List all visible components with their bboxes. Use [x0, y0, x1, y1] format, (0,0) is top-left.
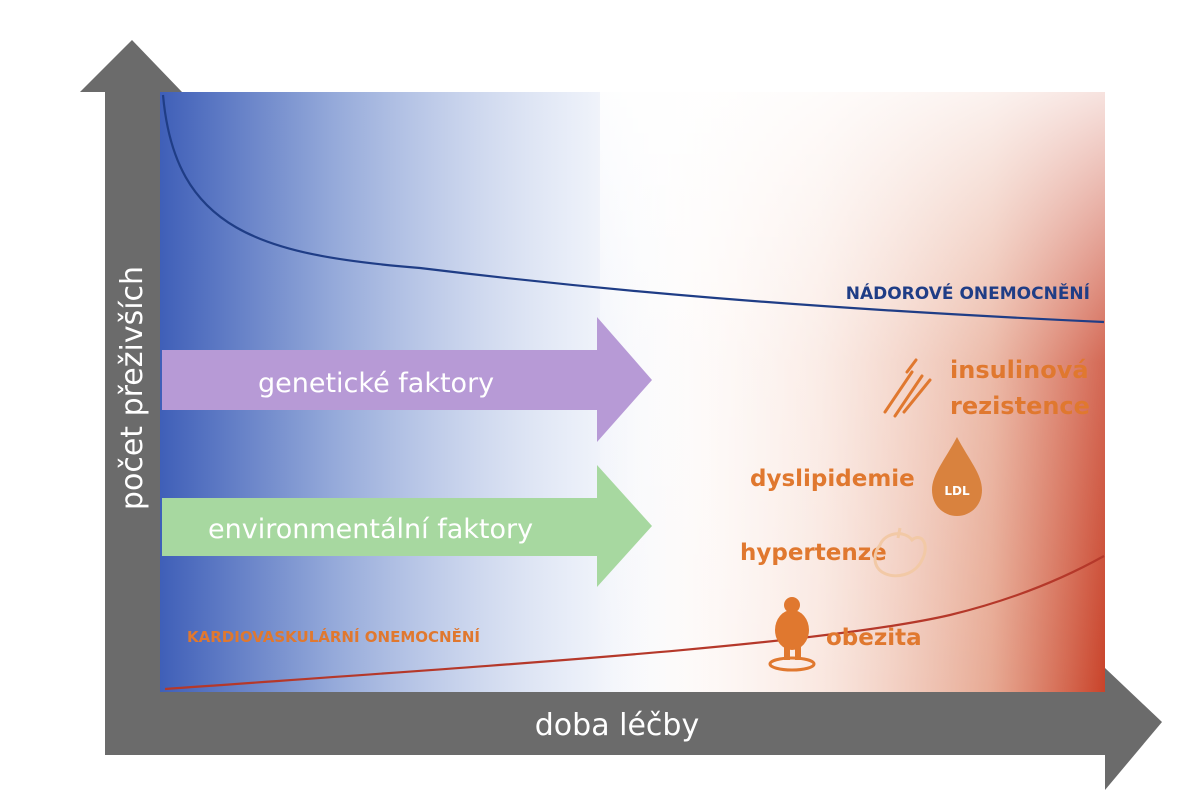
genetic-factors-arrow: [162, 317, 652, 442]
genetic-factors-label: genetické faktory: [258, 368, 494, 399]
red-fade-overlay: [600, 92, 1105, 692]
cancer-curve-label: NÁDOROVÉ ONEMOCNĚNÍ: [846, 282, 1090, 304]
environmental-factors-label: environmentální faktory: [208, 514, 533, 545]
dyslipidemia-label: dyslipidemie: [750, 466, 915, 492]
person-on-scale-icon: [768, 597, 816, 672]
environmental-factors-arrow: [162, 465, 652, 587]
obesity-label: obezita: [826, 625, 922, 651]
heart-icon: [873, 527, 927, 578]
ldl-label: LDL: [944, 484, 970, 498]
axes-frame: [80, 40, 1162, 790]
syringe-icon: [883, 358, 932, 418]
insulin-label-line1: insulinová: [950, 356, 1089, 384]
cardio-curve-label: KARDIOVASKULÁRNÍ ONEMOCNĚNÍ: [187, 627, 480, 646]
x-axis-label: doba léčby: [535, 708, 699, 743]
cancer-curve: [161, 94, 1105, 324]
cardio-curve: [164, 555, 1105, 691]
drop-icon: [932, 437, 982, 516]
y-axis-label: počet přeživších: [115, 266, 150, 510]
insulin-label-line2: rezistence: [950, 392, 1090, 420]
hypertension-label: hypertenze: [740, 540, 887, 566]
